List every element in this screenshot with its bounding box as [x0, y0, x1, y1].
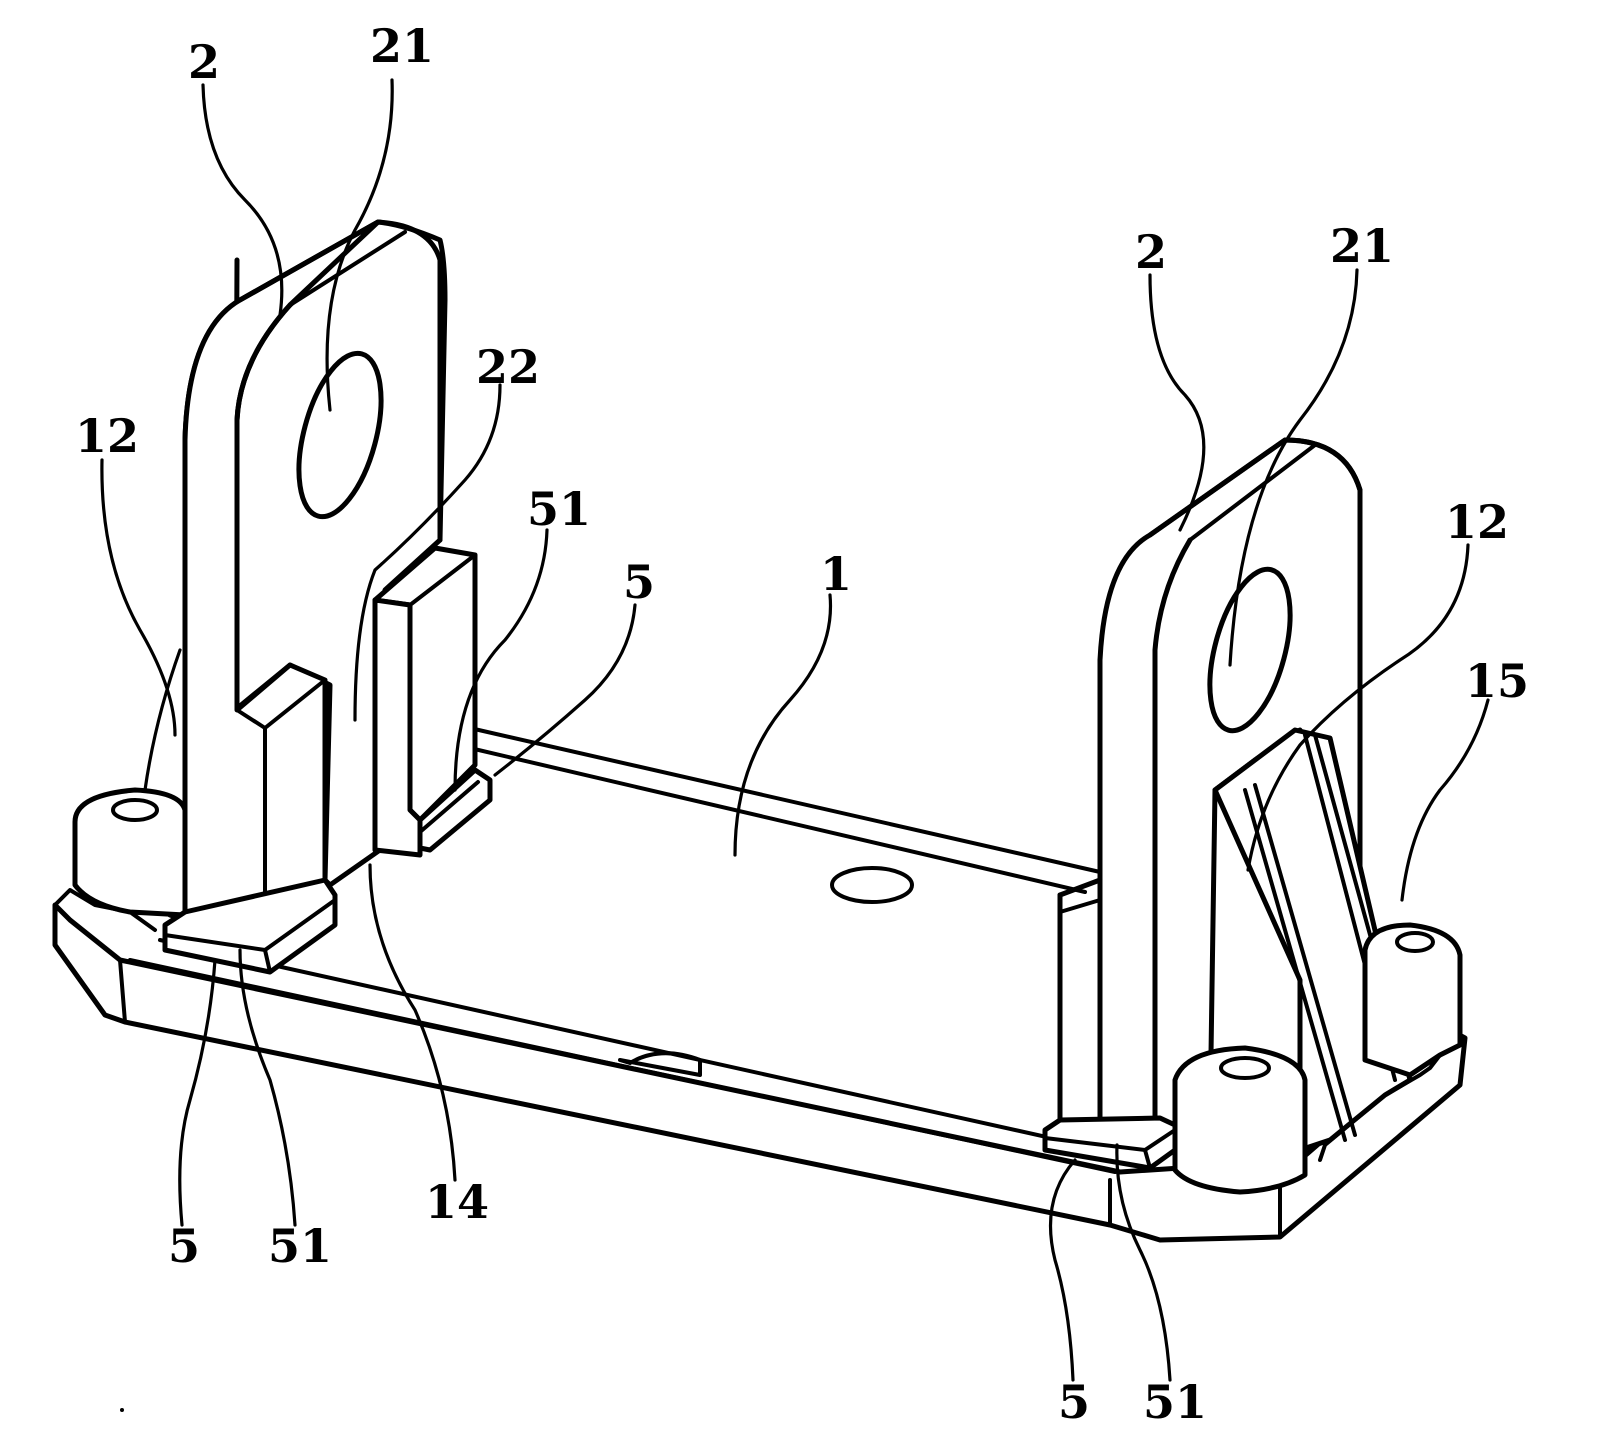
leader-15: [1402, 700, 1488, 900]
label-5-br: 5: [1058, 1375, 1090, 1429]
label-21-left: 21: [370, 19, 434, 73]
speck: [120, 1408, 124, 1412]
label-51-bl: 51: [268, 1219, 332, 1273]
leader-2-right: [1150, 275, 1204, 530]
label-5-top: 5: [623, 555, 655, 609]
leader-12-left: [102, 460, 175, 735]
label-21-right: 21: [1330, 219, 1394, 273]
label-12-right: 12: [1445, 495, 1509, 549]
label-51-br: 51: [1143, 1375, 1207, 1429]
right-front-boss: [1175, 1048, 1305, 1192]
left-mounting-boss: [75, 790, 185, 915]
label-1: 1: [820, 547, 852, 601]
label-2-right: 2: [1135, 225, 1167, 279]
label-15: 15: [1465, 654, 1529, 708]
label-12-left: 12: [75, 409, 139, 463]
label-14: 14: [425, 1175, 489, 1229]
label-5-bl: 5: [168, 1219, 200, 1273]
label-22: 22: [476, 340, 540, 394]
label-2-left: 2: [188, 35, 220, 89]
label-51-top: 51: [527, 482, 591, 536]
right-corner-boss: [1365, 925, 1460, 1075]
leader-1: [735, 595, 831, 855]
